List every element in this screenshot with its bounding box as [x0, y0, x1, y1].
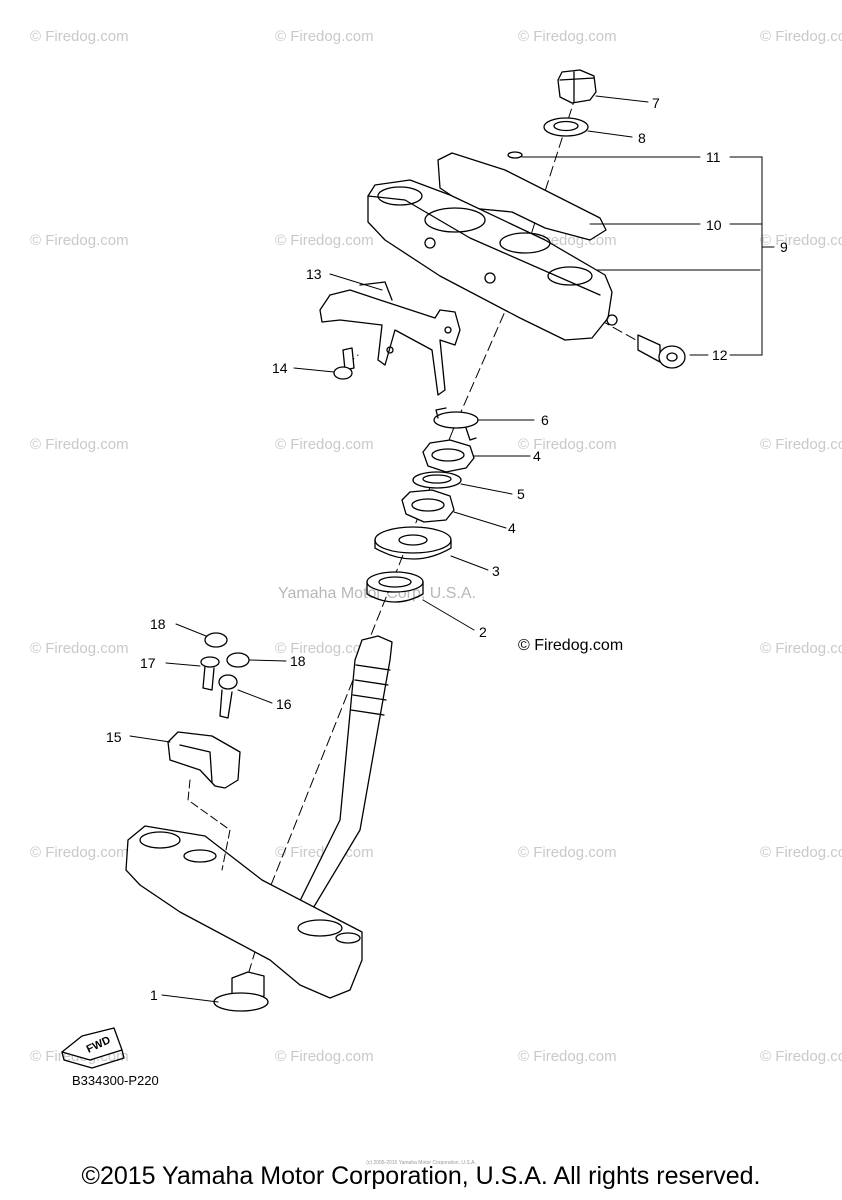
watermark: © Firedog.com: [30, 436, 129, 453]
callout-4-upper: 4: [533, 448, 541, 464]
callout-6: 6: [541, 412, 549, 428]
watermark: © Firedog.com: [275, 436, 374, 453]
screw-part-17: [200, 656, 220, 691]
fine-print: (c) 2005-2015 Yamaha Motor Corporation, …: [366, 1160, 476, 1166]
callout-10: 10: [706, 217, 722, 233]
watermark: © Firedog.com: [30, 640, 129, 657]
watermark: © Firedog.com: [518, 28, 617, 45]
o-ring-part-11: [507, 151, 523, 159]
screw-part-16: [218, 674, 238, 719]
callout-17: 17: [140, 655, 156, 671]
watermark: © Firedog.com: [760, 844, 842, 861]
leader-lines: [129, 95, 775, 1003]
callout-14: 14: [272, 360, 288, 376]
center-watermark: Yamaha Motor Corp, U.S.A.: [278, 585, 476, 602]
callout-9: 9: [780, 239, 788, 255]
callout-12: 12: [712, 347, 728, 363]
brand-watermark: © Firedog.com: [518, 637, 624, 654]
clamp-link: [187, 779, 231, 871]
bolt-part-14: [333, 347, 355, 380]
callout-18-b: 18: [290, 653, 306, 669]
watermark: © Firedog.com: [30, 844, 129, 861]
watermark: © Firedog.com: [30, 28, 129, 45]
ring-nut-part-4-lower: [401, 489, 455, 523]
watermark: © Firedog.com: [30, 232, 129, 249]
watermark: © Firedog.com: [760, 436, 842, 453]
bearing-cover-part-3: [374, 526, 452, 560]
washer-part-8: [543, 117, 589, 137]
callout-18-a: 18: [150, 616, 166, 632]
bolt-part-12: [637, 334, 686, 369]
watermark: © Firedog.com: [518, 1048, 617, 1065]
fwd-arrow-icon: [61, 1027, 125, 1069]
callout-16: 16: [276, 696, 292, 712]
clamp-part-15: [167, 731, 241, 789]
watermark: © Firedog.com: [518, 844, 617, 861]
watermark: © Firedog.com: [760, 28, 842, 45]
callout-11: 11: [706, 149, 721, 165]
bearing-part-2: [366, 571, 424, 603]
cap-part-18-b: [226, 652, 250, 668]
callout-8: 8: [638, 130, 646, 146]
callout-4-lower: 4: [508, 520, 516, 536]
watermark: © Firedog.com: [760, 640, 842, 657]
watermark: © Firedog.com: [518, 436, 617, 453]
upper-bracket-part-9: [367, 179, 618, 341]
rubber-washer-part-5: [412, 471, 462, 489]
callout-5: 5: [517, 486, 525, 502]
ring-nut-part-4-upper: [422, 439, 475, 473]
watermark: © Firedog.com: [760, 232, 842, 249]
watermark: © Firedog.com: [275, 1048, 374, 1065]
under-bracket-part-1-assembly: [125, 635, 393, 999]
lock-washer-part-6: [433, 407, 479, 441]
callout-7: 7: [652, 95, 660, 111]
watermark: © Firedog.com: [275, 232, 374, 249]
bushing-part-1: [213, 971, 269, 1012]
diagram-code: B334300-P220: [72, 1073, 159, 1088]
callout-3: 3: [492, 563, 500, 579]
callout-13: 13: [306, 266, 322, 282]
cap-part-18-a: [204, 632, 228, 648]
copyright-notice: ©2015 Yamaha Motor Corporation, U.S.A. A…: [81, 1162, 761, 1190]
callout-1: 1: [150, 987, 158, 1003]
cap-nut-part-7: [557, 69, 597, 104]
watermark: © Firedog.com: [275, 640, 374, 657]
stay-part-13: [319, 281, 461, 396]
watermark: © Firedog.com: [760, 1048, 842, 1065]
callout-15: 15: [106, 729, 122, 745]
watermark: © Firedog.com: [275, 28, 374, 45]
callout-2: 2: [479, 624, 487, 640]
